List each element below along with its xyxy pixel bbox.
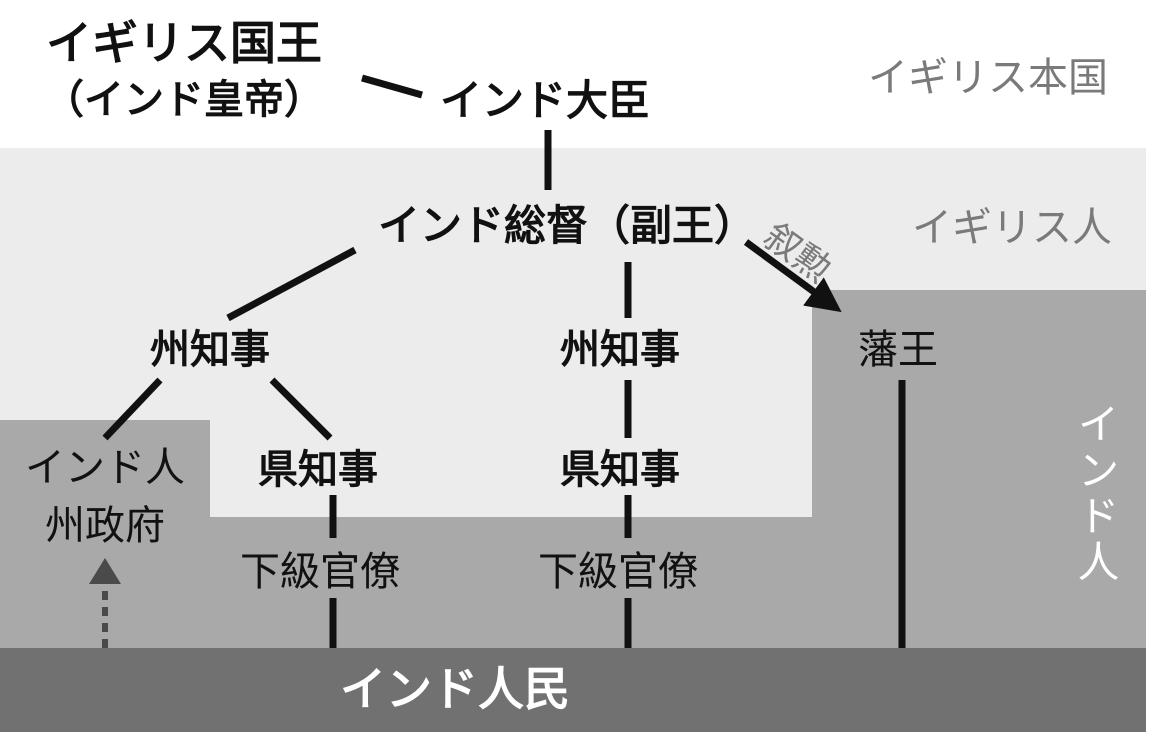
node-india-minister: インド大臣: [440, 76, 651, 125]
node-king-line2: （インド皇帝）: [44, 77, 324, 123]
zone-label-indian: インド人: [1071, 402, 1120, 586]
node-prefect-right: 県知事: [560, 447, 680, 493]
node-people: インド人民: [340, 662, 570, 716]
node-king-line1: イギリス国王: [46, 16, 322, 70]
node-governor-right: 州知事: [560, 327, 680, 373]
edge-viceroy-prince-arrow: [743, 239, 842, 313]
node-indian-gov-line1: インド人: [25, 445, 185, 491]
people-bar: [0, 648, 1146, 732]
dashed-arrow-head-icon: [89, 558, 121, 584]
edge-viceroy-governor-left: [226, 246, 357, 322]
edge-king-minister: [361, 74, 423, 99]
indian-zone: [0, 290, 1146, 648]
zone-label-british: イギリス人: [912, 205, 1112, 251]
node-prince: 藩王: [858, 327, 938, 373]
edge-governor-left-prefect: [269, 377, 333, 441]
node-viceroy: インド総督（副王）: [378, 201, 757, 250]
zone-label-homeland: イギリス本国: [868, 55, 1108, 101]
edge-governor-left-indian-gov: [102, 377, 163, 441]
node-official-left: 下級官僚: [240, 549, 400, 595]
node-prefect-left: 県知事: [258, 447, 378, 493]
node-governor-left: 州知事: [150, 327, 270, 373]
node-official-right: 下級官僚: [538, 549, 698, 595]
node-indian-gov-line2: 州政府: [45, 503, 165, 549]
